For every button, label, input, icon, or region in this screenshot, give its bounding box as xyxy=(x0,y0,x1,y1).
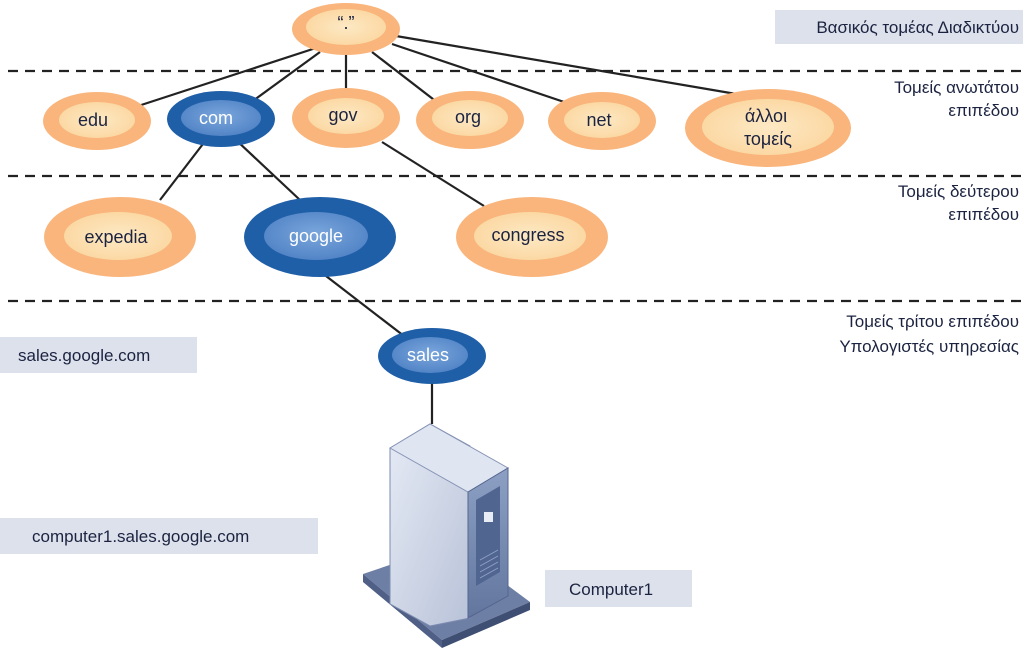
fqdn-computer-label: computer1.sales.google.com xyxy=(32,527,249,546)
computer-label-box xyxy=(545,570,692,607)
server-tower-icon xyxy=(363,423,530,648)
connector-root-com xyxy=(245,51,321,107)
third-level-label-line2: Υπολογιστές υπηρεσίας xyxy=(839,337,1019,356)
root-domain-label: Βασικός τομέας Διαδικτύου xyxy=(816,18,1019,37)
connector-root-edu xyxy=(131,44,323,110)
computer-label: Computer1 xyxy=(569,580,653,599)
node-congress: congress xyxy=(456,197,608,277)
node-edu-label: edu xyxy=(78,110,108,130)
second-level-label-line1: Τομείς δεύτερου xyxy=(898,182,1019,201)
connector-com-google xyxy=(235,139,301,201)
node-expedia: expedia xyxy=(44,197,196,277)
connector-root-other xyxy=(395,34,749,98)
top-level-label-line2: επιπέδου xyxy=(948,101,1019,120)
node-other-label-line2: τομείς xyxy=(744,129,792,149)
node-net-label: net xyxy=(586,110,611,130)
top-level-label-line1: Τομείς ανωτάτου xyxy=(894,78,1019,97)
node-gov: gov xyxy=(292,88,400,148)
node-other-domains: άλλοι τομείς xyxy=(685,89,851,167)
node-edu: edu xyxy=(43,92,151,150)
node-congress-label: congress xyxy=(491,225,564,245)
node-expedia-label: expedia xyxy=(84,227,148,247)
node-google-label: google xyxy=(289,226,343,246)
node-sales: sales xyxy=(378,328,486,384)
node-com-label: com xyxy=(199,108,233,128)
connector-root-org xyxy=(371,51,443,107)
second-level-label-line2: επιπέδου xyxy=(948,205,1019,224)
node-other-label-line1: άλλοι xyxy=(745,106,787,126)
root-node-label: “.” xyxy=(338,13,355,33)
node-com: com xyxy=(167,91,275,147)
node-net: net xyxy=(548,92,656,150)
node-gov-label: gov xyxy=(328,105,357,125)
fqdn-sales-box xyxy=(0,337,197,373)
node-org-label: org xyxy=(455,107,481,127)
connector-com-expedia xyxy=(159,139,207,201)
third-level-label-line1: Τομείς τρίτου επιπέδου xyxy=(846,312,1019,331)
fqdn-sales-label: sales.google.com xyxy=(18,346,150,365)
node-sales-label: sales xyxy=(407,345,449,365)
root-node: “.” xyxy=(292,3,400,55)
connectors xyxy=(131,34,749,424)
node-org: org xyxy=(416,91,524,149)
connector-gov-congress xyxy=(381,141,485,207)
node-google: google xyxy=(244,197,396,277)
fqdn-computer-box xyxy=(0,518,318,554)
connector-root-net xyxy=(391,42,577,108)
root-domain-label-box xyxy=(775,10,1023,44)
connector-google-sales xyxy=(325,275,405,337)
